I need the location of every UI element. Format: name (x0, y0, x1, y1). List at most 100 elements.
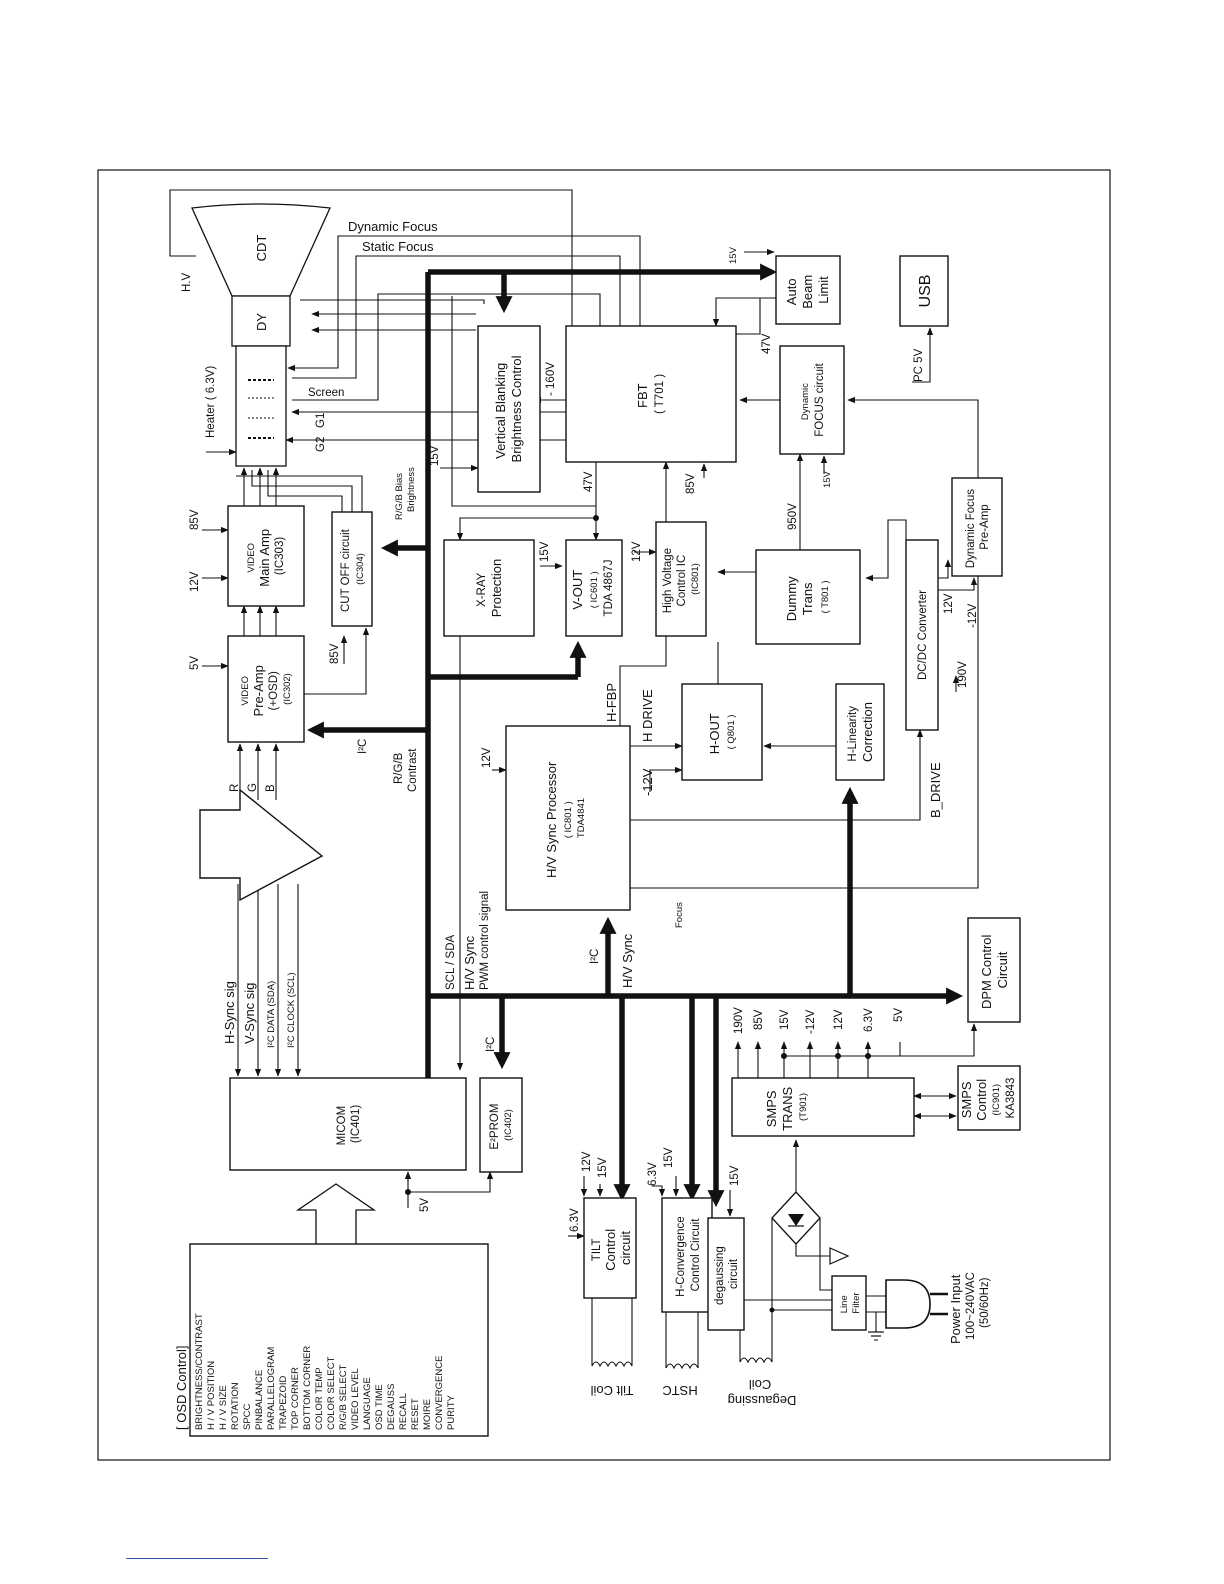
video-main-amp-line-3: (IC303) (274, 537, 286, 576)
v5-pre-label: 5V (189, 656, 201, 670)
auto-beam-label: Auto Beam Limit (784, 271, 831, 309)
brightness-label: Brightness (406, 467, 417, 512)
dummy-trans-line-3: ( T801 ) (820, 580, 831, 613)
osd-item: BRIGHTNESS/CONTRAST (194, 1313, 205, 1430)
auto-beam-line-2: Beam (800, 275, 815, 309)
dynamic-focus-circuit-label: Dynamic FOCUS circuit (799, 362, 826, 436)
smps-control-line-2: Control (974, 1079, 989, 1121)
osd-control-list: [ OSD Control] BRIGHTNESS/CONTRAST H / V… (174, 1313, 457, 1430)
osd-item: R/G/B SELECT (338, 1364, 349, 1430)
dpm-line-2: Circuit (995, 951, 1010, 988)
osd-item: H / V POSITION (206, 1361, 217, 1430)
rail-15v-label: 15V (779, 1009, 791, 1030)
xray-label: X-RAY Protection (473, 559, 504, 618)
v85-fbt-label: 85V (685, 473, 697, 494)
v85-main-label: 85V (189, 509, 201, 530)
hv-control-line-1: High Voltage (662, 548, 674, 613)
dcdc-line: DC/DC Converter (917, 590, 929, 680)
hv-control-line-2: Control IC (676, 555, 688, 607)
usb-label: USB (917, 275, 934, 308)
hconv-label: H-Convergence Control Circuit (675, 1213, 702, 1297)
micom-line-1: MICOM (336, 1106, 348, 1146)
v15-abl-label: 15V (728, 246, 739, 264)
heater-label: Heater ( 6.3V) (205, 366, 217, 438)
focus-label: Focus (674, 902, 685, 928)
dummy-trans-line-2: Trans (800, 582, 815, 615)
power-range-label: 100~240VAC (965, 1272, 977, 1340)
i2c-data-label: I²C DATA (SDA) (266, 981, 277, 1048)
block-boxes (189, 255, 1021, 1437)
osd-item: COLOR SELECT (326, 1356, 337, 1430)
dy-label-line: DY (254, 313, 269, 331)
rail-12v-label: 12V (833, 1009, 845, 1030)
v12-sync-label: 12V (481, 747, 493, 768)
dcdc-label: DC/DC Converter (917, 590, 929, 680)
dpm-line-1: DPM Control (979, 935, 994, 1010)
scl-sda-label: SCL / SDA (445, 934, 457, 990)
osd-item: RECALL (398, 1393, 409, 1430)
power-freq-label: (50/60Hz) (979, 1277, 991, 1328)
osd-item: BOTTOM CORNER (302, 1346, 313, 1430)
hstc-label: HSTC (662, 1383, 697, 1398)
rail-190v-label: 190V (733, 1007, 745, 1034)
vertical-blanking-line-2: Brightness Control (509, 355, 524, 462)
h-fbp-label: H-FBP (604, 683, 619, 722)
fbt-line-2: ( T701 ) (654, 374, 666, 414)
osd-item: SPCC (242, 1403, 253, 1430)
hconv-line-2: Control Circuit (690, 1218, 702, 1292)
rail-5v-label: 5V (893, 1008, 905, 1022)
contrast-label: Contrast (407, 748, 419, 792)
dy-label: DY (254, 313, 269, 331)
hv-sync-processor-line-2: ( IC801 ) (563, 801, 574, 838)
degauss-line-1: degaussing (714, 1246, 726, 1305)
fbt-label: FBT ( T701 ) (635, 374, 666, 414)
hsync-sig-label: H-Sync sig (222, 981, 237, 1044)
v47-fbt-label: 47V (583, 471, 595, 492)
rail-6v3-label: 6.3V (863, 1008, 875, 1032)
degaussing-label: Degaussing (728, 1393, 797, 1408)
osd-item: PURITY (446, 1395, 457, 1431)
cutoff-label: CUT OFF circuit (IC304) (340, 526, 366, 612)
tilt-15v-label: 15V (597, 1157, 609, 1178)
osd-item: H / V SIZE (218, 1385, 229, 1430)
tilt-12v-label: 12V (581, 1151, 593, 1172)
video-main-amp-line-2: Main Amp (257, 529, 272, 587)
osd-item: OSD TIME (374, 1384, 385, 1430)
eeprom-label: E²PROM (IC402) (489, 1100, 514, 1149)
eeprom-line-2: (IC402) (503, 1109, 514, 1141)
g2-label: G2 (315, 437, 327, 452)
osd-item: MOIRE (422, 1399, 433, 1430)
vout-label: V-OUT ( IC601 ) TDA 4867J (570, 560, 615, 617)
v15-df-label: 15V (822, 470, 833, 488)
df-preamp-line-1: Dynamic Focus (965, 489, 977, 568)
dpm-label: DPM Control Circuit (979, 931, 1010, 1009)
pwm-label: PWM control signal (479, 891, 491, 990)
osd-item: TRAPEZOID (278, 1375, 289, 1430)
rail-m12v-label: -12V (805, 1009, 817, 1034)
i2c-bus-label: I²C (589, 949, 601, 964)
vm12-sync-label: -12V (640, 768, 655, 796)
main-buses (306, 263, 964, 1208)
v47-abl-label: 47V (761, 333, 773, 354)
cutoff-line-1: CUT OFF circuit (340, 528, 352, 612)
cdt-label-line: CDT (254, 235, 269, 262)
i2c-clock-label: I²C CLOCK (SCL) (286, 973, 297, 1048)
video-main-amp-line-1: VIDEO (246, 543, 257, 573)
video-pre-amp-label: VIDEO Pre-Amp (+OSD) (IC302) (236, 662, 293, 717)
hconv-6v3-label: 6.3V (647, 1162, 659, 1186)
h-linearity-line-1: H-Linearity (847, 706, 859, 762)
smps-trans-line-3: (T901) (798, 1093, 809, 1121)
line-filter-label: Line Filter (839, 1292, 862, 1313)
line-filter-line-1: Line (839, 1295, 850, 1313)
tilt-coil-label: Tilt Coil (590, 1383, 633, 1398)
smps-trans-line-1: SMPS (764, 1090, 779, 1127)
line-filter-line-2: Filter (851, 1292, 862, 1313)
cdt-label: CDT (254, 235, 269, 262)
hv-label: H.V (181, 273, 193, 293)
vm12-dc-label: -12V (967, 603, 979, 628)
video-pre-amp-line-4: (IC302) (282, 673, 293, 705)
v12-hv-label: 12V (631, 541, 643, 562)
footer-rule (126, 1558, 268, 1559)
minus160-label: - 160V (545, 362, 557, 396)
